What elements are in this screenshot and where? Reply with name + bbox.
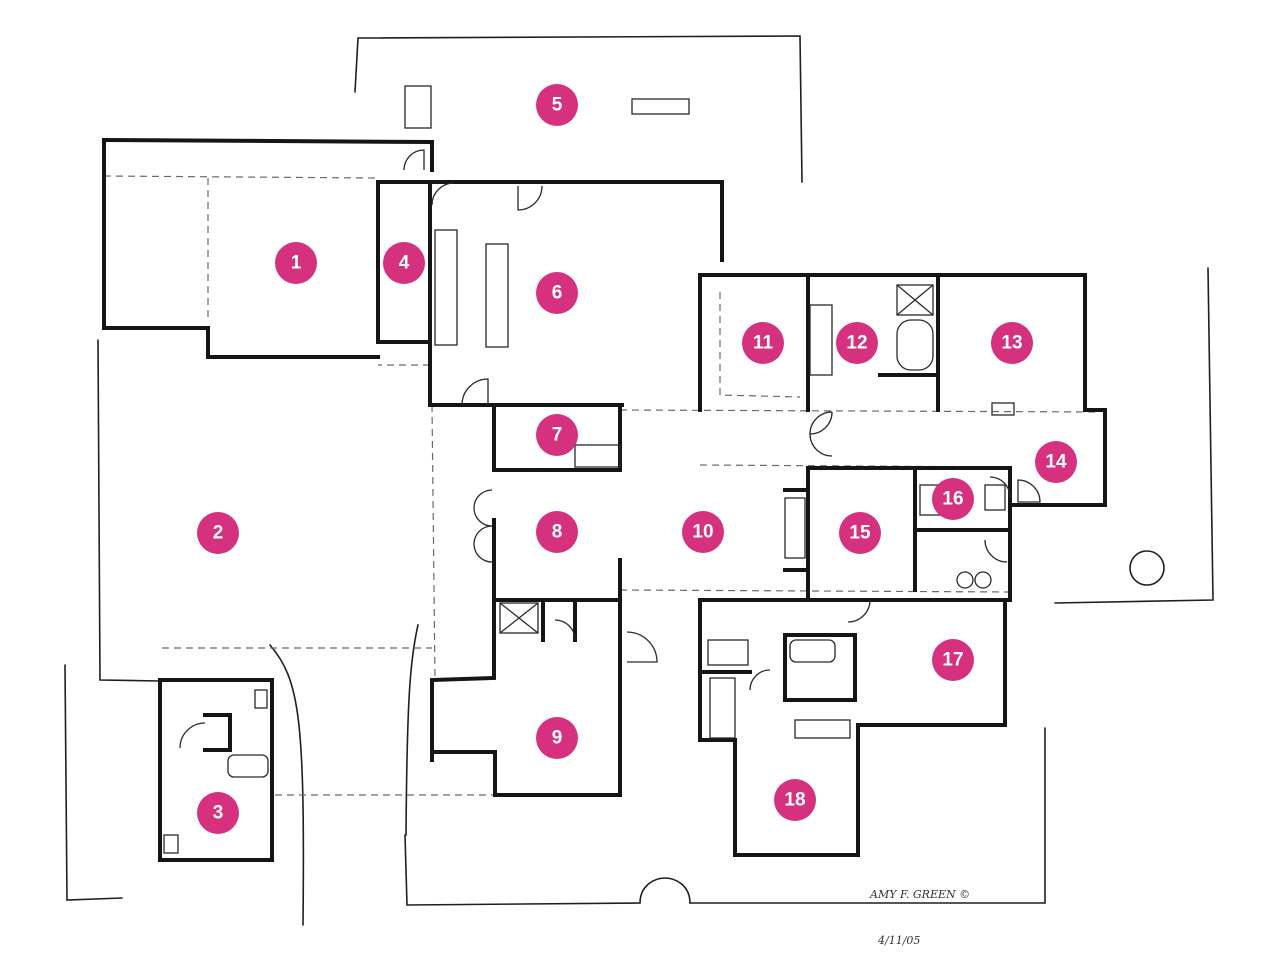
walls (101, 137, 1107, 862)
room-badge-4[interactable]: 4 (383, 242, 425, 284)
room-label-13: 13 (1001, 333, 1022, 354)
room-label-16: 16 (942, 489, 963, 510)
room-badge-1[interactable]: 1 (275, 242, 317, 284)
room-label-18: 18 (784, 790, 805, 811)
room-badge-10[interactable]: 10 (682, 511, 724, 553)
room-label-2: 2 (213, 523, 224, 544)
room-label-3: 3 (213, 803, 224, 824)
room-badge-3[interactable]: 3 (197, 792, 239, 834)
room-badge-2[interactable]: 2 (197, 512, 239, 554)
room-label-5: 5 (552, 95, 563, 116)
room-label-9: 9 (552, 728, 563, 749)
room-badge-8[interactable]: 8 (536, 511, 578, 553)
room-label-12: 12 (846, 333, 867, 354)
dashed-overhangs (103, 175, 1101, 796)
room-badge-15[interactable]: 15 (839, 512, 881, 554)
room-badge-13[interactable]: 13 (991, 322, 1033, 364)
room-badge-14[interactable]: 14 (1035, 441, 1077, 483)
room-label-7: 7 (552, 425, 563, 446)
room-label-4: 4 (399, 253, 410, 274)
room-badge-12[interactable]: 12 (836, 322, 878, 364)
site-lines (64, 35, 1214, 926)
room-badge-9[interactable]: 9 (536, 717, 578, 759)
room-label-15: 15 (849, 523, 871, 544)
room-badge-11[interactable]: 11 (742, 322, 784, 364)
architect-signature: AMY F. GREEN © (869, 888, 970, 901)
room-badge-18[interactable]: 18 (774, 779, 816, 821)
room-label-6: 6 (552, 283, 563, 304)
drawing-date: 4/11/05 (877, 934, 920, 947)
room-label-1: 1 (291, 253, 302, 274)
room-badge-5[interactable]: 5 (536, 84, 578, 126)
room-label-14: 14 (1045, 452, 1067, 473)
fixtures (163, 149, 1041, 854)
room-label-17: 17 (942, 650, 963, 671)
room-label-10: 10 (692, 522, 713, 543)
room-badge-16[interactable]: 16 (932, 478, 974, 520)
room-badge-6[interactable]: 6 (536, 272, 578, 314)
room-label-8: 8 (552, 522, 563, 543)
room-badge-7[interactable]: 7 (536, 414, 578, 456)
room-label-11: 11 (753, 333, 774, 354)
room-badge-17[interactable]: 17 (932, 639, 974, 681)
